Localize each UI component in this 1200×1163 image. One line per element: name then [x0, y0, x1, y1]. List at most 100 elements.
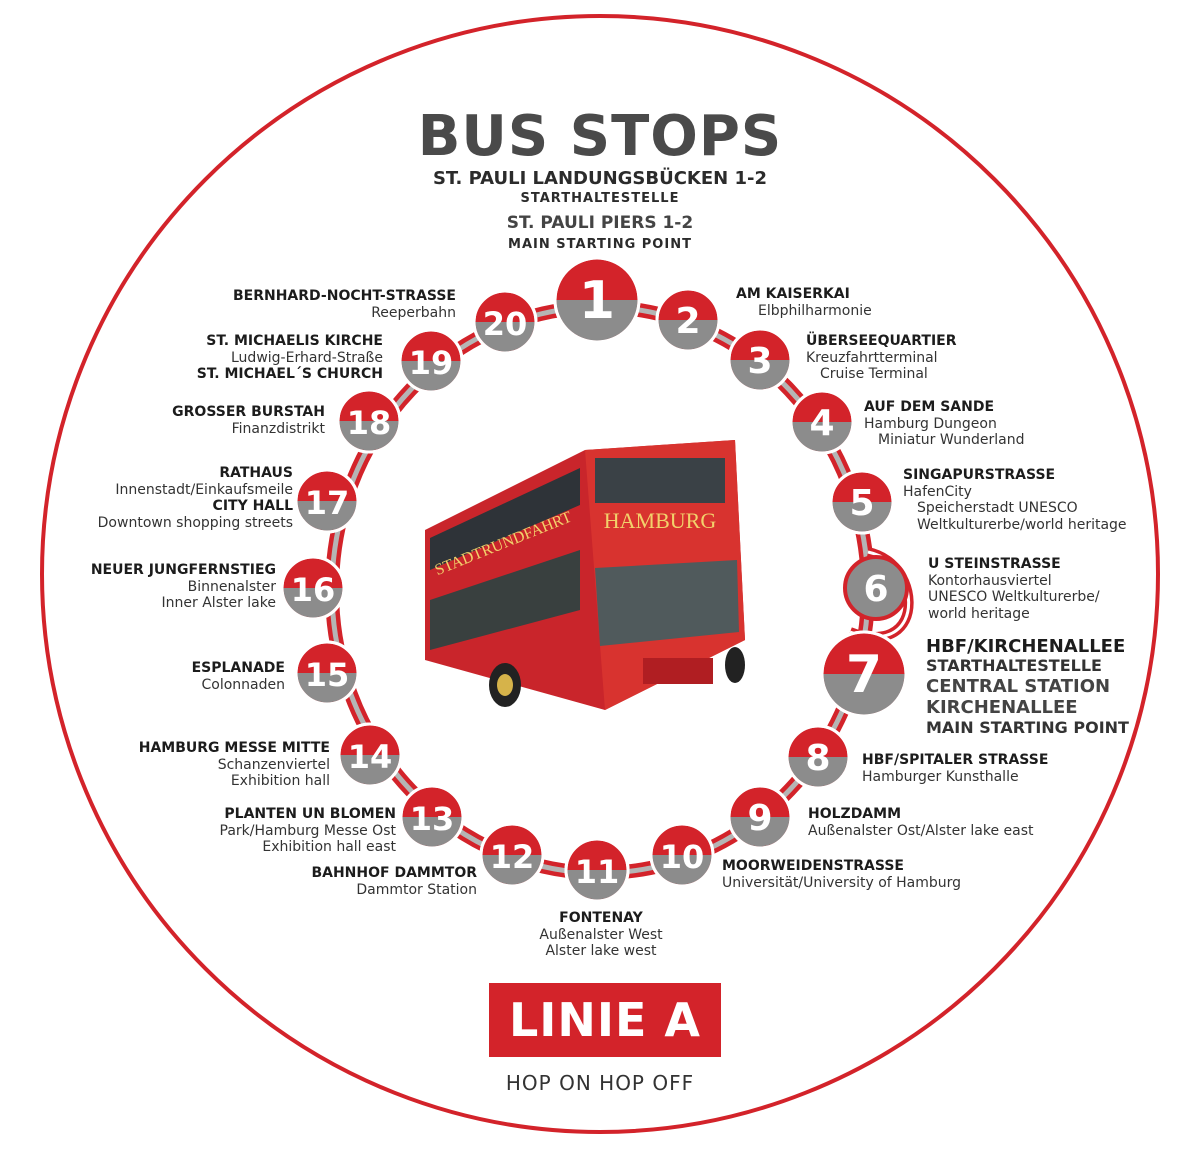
stop-name: ESPLANADE [191, 660, 285, 676]
stop-number-15: 15 [305, 656, 350, 694]
stop-name: ST. MICHAELIS KIRCHE [206, 333, 383, 349]
stop-name: FONTENAY [559, 910, 643, 926]
stop-marker-7[interactable]: 7 [820, 630, 908, 718]
stop-detail: Schanzenviertel [217, 756, 330, 773]
stop-name: HAMBURG MESSE MITTE [138, 740, 330, 756]
stop-marker-18[interactable]: 18 [336, 388, 402, 454]
stop-detail: Außenalster Ost/Alster lake east [808, 822, 1034, 839]
stop-marker-2[interactable]: 2 [655, 287, 721, 353]
stop-name: MOORWEIDENSTRASSE [722, 858, 904, 874]
stop-marker-14[interactable]: 14 [337, 722, 403, 788]
stop-detail: Exhibition hall east [262, 839, 396, 856]
stop-number-20: 20 [483, 305, 528, 343]
stop-name: PLANTEN UN BLOMEN [224, 806, 396, 822]
stop-detail: Hamburg Dungeon [864, 415, 997, 432]
stop-marker-3[interactable]: 3 [727, 327, 793, 393]
stop-detail: Cruise Terminal [820, 366, 928, 383]
stop-detail: CENTRAL STATION [926, 676, 1111, 698]
stop-marker-12[interactable]: 12 [479, 822, 545, 888]
stop-marker-1[interactable]: 1 [553, 256, 641, 344]
stop-detail: Hamburger Kunsthalle [862, 768, 1019, 785]
stop-detail: Außenalster West [539, 926, 663, 943]
stop-marker-20[interactable]: 20 [472, 289, 538, 355]
stop-number-19: 19 [409, 344, 454, 382]
stop-name: HBF/KIRCHENALLEE [926, 636, 1126, 657]
stop-detail: Binnenalster [187, 578, 276, 595]
stop-detail: Park/Hamburg Messe Ost [219, 822, 396, 839]
stop-detail: Miniatur Wunderland [878, 432, 1025, 449]
stop-detail: MAIN STARTING POINT [926, 717, 1129, 737]
stop-number-17: 17 [305, 484, 350, 522]
stop-name: HBF/SPITALER STRASSE [862, 752, 1049, 768]
stop-detail: Ludwig-Erhard-Straße [231, 349, 383, 366]
stop-detail: CITY HALL [212, 498, 293, 515]
stop-marker-4[interactable]: 4 [789, 389, 855, 455]
stop-detail: Downtown shopping streets [97, 514, 293, 531]
stop-marker-13[interactable]: 13 [399, 784, 465, 850]
stop-number-4: 4 [809, 403, 834, 444]
stop-detail: Exhibition hall [230, 773, 330, 790]
stop-marker-9[interactable]: 9 [727, 784, 793, 850]
bus-front-sign: HAMBURG [604, 508, 717, 533]
stop-name: AM KAISERKAI [736, 286, 850, 302]
stop-name: AUF DEM SANDE [864, 399, 995, 415]
start-stop-subtitle: STARTHALTESTELLE [520, 191, 680, 206]
stop-detail: Kreuzfahrtterminal [806, 349, 938, 366]
stop-name: GROSSER BURSTAH [172, 404, 325, 420]
stop-marker-10[interactable]: 10 [649, 822, 715, 888]
stop-number-13: 13 [410, 800, 455, 838]
stop-name: U STEINSTRASSE [928, 556, 1061, 572]
stop-number-8: 8 [805, 738, 830, 779]
stop-marker-19[interactable]: 19 [398, 328, 464, 394]
stop-name: ÜBERSEEQUARTIER [806, 333, 957, 349]
stop-marker-6[interactable]: 6 [843, 555, 909, 621]
stop-detail: world heritage [928, 605, 1030, 622]
stop-marker-5[interactable]: 5 [829, 469, 895, 535]
stop-marker-17[interactable]: 17 [294, 468, 360, 534]
stop-detail: Innenstadt/Einkaufsmeile [115, 481, 293, 498]
stop-name: HOLZDAMM [808, 806, 902, 822]
stop-detail: Weltkulturerbe/world heritage [917, 516, 1127, 533]
stop-marker-11[interactable]: 11 [564, 837, 630, 903]
bus-illustration: HAMBURG STADTRUNDFAHRT [405, 410, 765, 730]
stop-marker-15[interactable]: 15 [294, 640, 360, 706]
stop-detail: UNESCO Weltkulturerbe/ [928, 589, 1100, 606]
stop-detail: ST. MICHAEL´S CHURCH [196, 366, 383, 383]
start-stop-name: ST. PAULI LANDUNGSBÜCKEN 1-2 [432, 168, 768, 189]
stop-name: BAHNHOF DAMMTOR [311, 865, 477, 881]
stop-number-14: 14 [348, 738, 393, 776]
stop-detail: Colonnaden [201, 676, 286, 693]
stop-marker-16[interactable]: 16 [280, 555, 346, 621]
stop-number-12: 12 [490, 838, 535, 876]
stop-number-1: 1 [579, 271, 615, 331]
stop-detail: Finanzdistrikt [231, 420, 325, 437]
stop-name: SINGAPURSTRASSE [903, 467, 1056, 483]
stop-detail: STARTHALTESTELLE [926, 656, 1102, 676]
stop-number-16: 16 [291, 571, 336, 609]
stop-number-9: 9 [747, 798, 772, 839]
stop-marker-8[interactable]: 8 [785, 724, 851, 790]
stop-number-3: 3 [747, 341, 772, 382]
stop-number-7: 7 [846, 645, 882, 705]
stop-number-10: 10 [660, 838, 705, 876]
stop-detail: Speicherstadt UNESCO [917, 500, 1078, 517]
stop-detail: Dammtor Station [356, 881, 477, 898]
stop-detail: HafenCity [903, 483, 972, 500]
stop-number-11: 11 [575, 853, 620, 891]
stop-detail: Reeperbahn [371, 304, 456, 321]
start-stop-name-en: ST. PAULI PIERS 1-2 [506, 213, 694, 233]
stop-number-5: 5 [849, 483, 874, 524]
stop-detail: Inner Alster lake [161, 595, 276, 612]
